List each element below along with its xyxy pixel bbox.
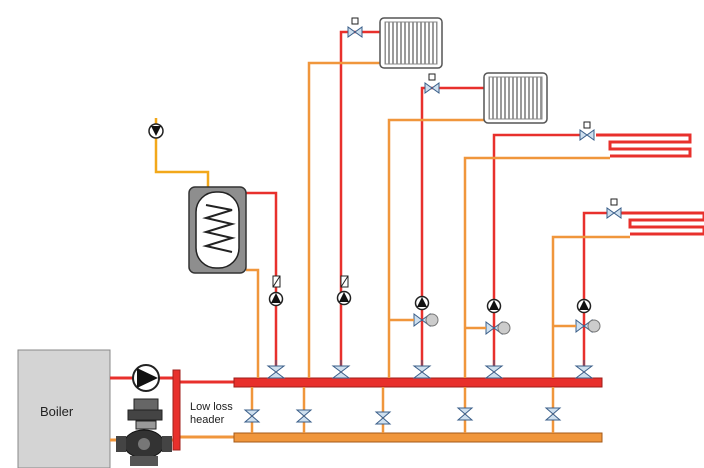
radiator-2 bbox=[483, 72, 548, 124]
radiator-1-trv-icon bbox=[347, 17, 363, 38]
radiator-2-trv-icon bbox=[424, 73, 440, 94]
cylinder-circuit-valve-icon bbox=[266, 360, 286, 379]
underfloor-1-valve-icon bbox=[484, 360, 504, 379]
header-label-line-2: header bbox=[190, 414, 225, 426]
underfloor-1-loop bbox=[596, 133, 692, 158]
cylinder-circuit-nonreturn-icon bbox=[272, 275, 281, 288]
boiler-control-valve-icon bbox=[116, 398, 172, 466]
underfloor-1-mixing-valve-icon bbox=[465, 321, 511, 335]
underfloor-2-circuit bbox=[551, 211, 630, 378]
radiator-2-pump-icon bbox=[414, 295, 430, 311]
underfloor-1-zone-valve-icon bbox=[579, 121, 595, 141]
cylinder-feed-pump-icon bbox=[148, 123, 164, 139]
underfloor-2-mixing-valve-icon bbox=[553, 319, 601, 333]
radiator-2-mixing-valve-icon bbox=[389, 313, 439, 327]
radiator-1-valve-icon bbox=[331, 360, 351, 379]
return-isolation-valve-icon bbox=[243, 407, 562, 425]
flow-manifold bbox=[233, 377, 603, 388]
cylinder-circuit-pump-icon bbox=[268, 291, 284, 307]
boiler-body bbox=[17, 349, 111, 468]
return-manifold bbox=[233, 432, 603, 443]
radiator-1-pump-icon bbox=[336, 290, 352, 306]
underfloor-2-loop bbox=[621, 211, 704, 236]
radiator-1-circuit bbox=[307, 30, 380, 378]
radiator-1 bbox=[379, 17, 443, 69]
underfloor-2-zone-valve-icon bbox=[606, 198, 622, 219]
radiator-1-nonreturn-icon bbox=[340, 275, 349, 288]
boiler-pump-icon bbox=[132, 364, 160, 392]
radiator-2-valve-icon bbox=[412, 360, 432, 379]
low-loss-header-label: Low loss header bbox=[190, 401, 233, 427]
low-loss-header bbox=[172, 369, 181, 451]
underfloor-2-valve-icon bbox=[574, 360, 594, 379]
underfloor-1-pump-icon bbox=[486, 298, 502, 314]
underfloor-1-circuit bbox=[463, 133, 610, 378]
underfloor-2-pump-icon bbox=[576, 298, 592, 314]
header-label-line-1: Low loss bbox=[190, 401, 233, 413]
hot-water-cylinder bbox=[188, 186, 247, 274]
radiator-2-circuit bbox=[387, 86, 484, 378]
boiler-label: Boiler bbox=[40, 404, 74, 419]
cylinder-circuit bbox=[154, 118, 278, 378]
